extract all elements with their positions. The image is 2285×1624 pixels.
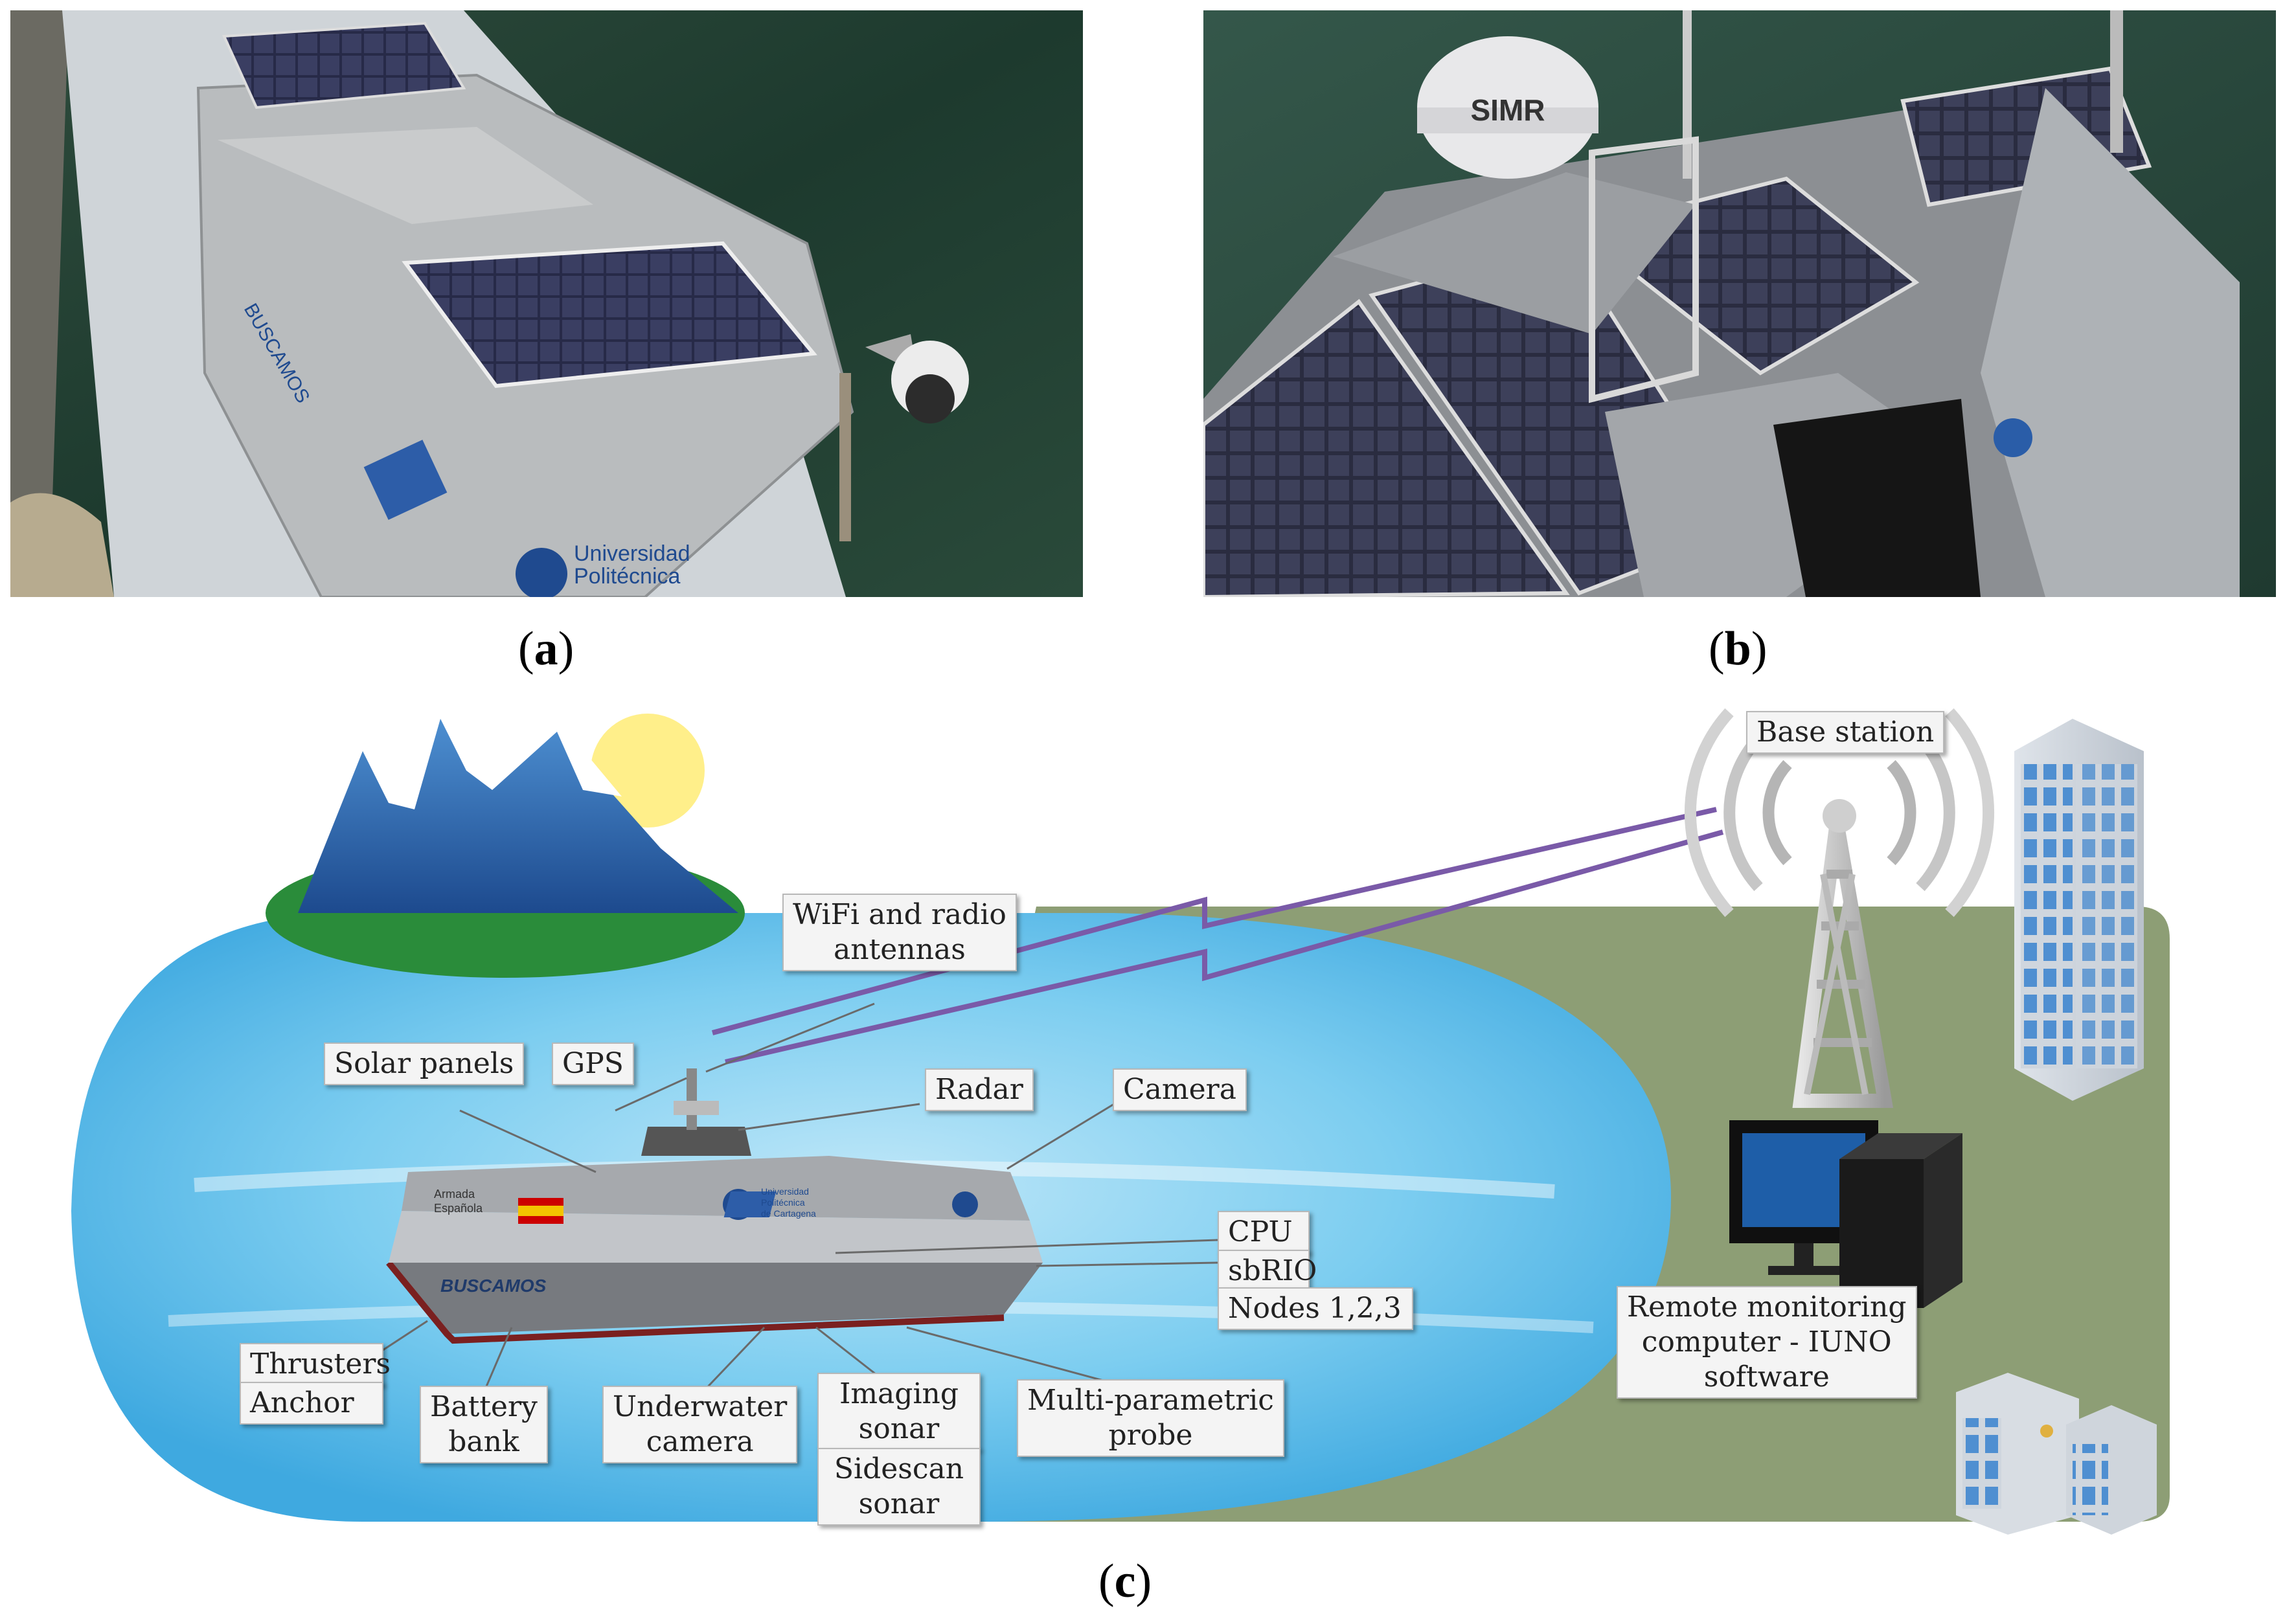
- computer-icon: [1729, 1120, 1962, 1308]
- boat-armada-1: Armada: [434, 1188, 475, 1201]
- photo-b-radome-text: SIMR: [1471, 93, 1545, 127]
- label-imaging-sonar: Imaging sonar: [817, 1373, 981, 1450]
- label-gps: GPS: [552, 1043, 634, 1085]
- label-anchor: Anchor: [240, 1382, 383, 1425]
- system-diagram: BUSCAMOS Armada Española Universidad Pol…: [0, 680, 2285, 1573]
- label-underwater-line-1: Underwater: [613, 1390, 788, 1423]
- label-underwater-camera: Underwater camera: [602, 1386, 798, 1463]
- label-remote-monitoring: Remote monitoring computer - IUNO softwa…: [1617, 1286, 1917, 1399]
- label-battery-bank: Battery bank: [420, 1386, 548, 1463]
- boat-univ-2: Politécnica: [761, 1197, 805, 1208]
- label-sidescan-line-2: sonar: [858, 1487, 940, 1520]
- label-battery-line-1: Battery: [430, 1390, 538, 1423]
- photo-a: Universidad Politécnica BUSCAMOS: [10, 10, 1083, 597]
- photo-a-univ-text-2: Politécnica: [574, 564, 681, 589]
- label-camera: Camera: [1113, 1068, 1247, 1111]
- boat-univ-3: de Cartagena: [761, 1208, 816, 1219]
- label-nodes: Nodes 1,2,3: [1218, 1287, 1413, 1330]
- label-battery-line-2: bank: [448, 1425, 519, 1458]
- photo-a-univ-text-1: Universidad: [574, 541, 690, 566]
- boat-armada-2: Española: [434, 1202, 483, 1215]
- office-building-icon: [2014, 719, 2144, 1101]
- boat-buscamos: BUSCAMOS Armada Española Universidad Pol…: [386, 1068, 1043, 1344]
- label-remote-line-3: software: [1703, 1360, 1830, 1393]
- caption-a: (a): [518, 622, 574, 675]
- boat-hull-name: BUSCAMOS: [440, 1276, 547, 1296]
- label-solar-panels: Solar panels: [324, 1043, 525, 1085]
- label-imaging-line-1: Imaging: [839, 1377, 959, 1410]
- caption-b: (b): [1709, 622, 1768, 675]
- label-probe-line-1: Multi-parametric: [1027, 1384, 1274, 1417]
- label-multi-parametric-probe: Multi-parametric probe: [1017, 1379, 1284, 1457]
- label-sbrio: sbRIO: [1218, 1250, 1317, 1292]
- caption-c: (c): [1098, 1555, 1152, 1608]
- callout-lines: [343, 1002, 1218, 1397]
- label-underwater-line-2: camera: [646, 1425, 754, 1458]
- label-wifi-line-1: WiFi and radio: [793, 898, 1006, 931]
- label-sidescan-sonar: Sidescan sonar: [817, 1448, 981, 1526]
- label-wifi-antennas: WiFi and radio antennas: [782, 894, 1017, 971]
- label-sidescan-line-1: Sidescan: [834, 1452, 964, 1485]
- small-building-icon: [1956, 1373, 2157, 1535]
- label-cpu: CPU: [1218, 1211, 1310, 1254]
- label-remote-line-2: computer - IUNO: [1641, 1325, 1892, 1359]
- photo-b: SIMR: [1203, 10, 2276, 597]
- sun-icon: [591, 714, 705, 828]
- boat-univ-1: Universidad: [761, 1186, 809, 1197]
- base-station-tower-icon: [1685, 708, 1994, 1108]
- label-imaging-line-2: sonar: [858, 1412, 940, 1445]
- label-thrusters: Thrusters: [240, 1343, 391, 1386]
- label-wifi-line-2: antennas: [834, 933, 966, 966]
- mountain-icon: [298, 719, 738, 913]
- radio-link-2: [725, 829, 1724, 1065]
- label-radar: Radar: [925, 1068, 1034, 1111]
- label-base-station: Base station: [1746, 711, 1945, 754]
- label-remote-line-1: Remote monitoring: [1627, 1291, 1907, 1324]
- label-probe-line-2: probe: [1108, 1419, 1193, 1452]
